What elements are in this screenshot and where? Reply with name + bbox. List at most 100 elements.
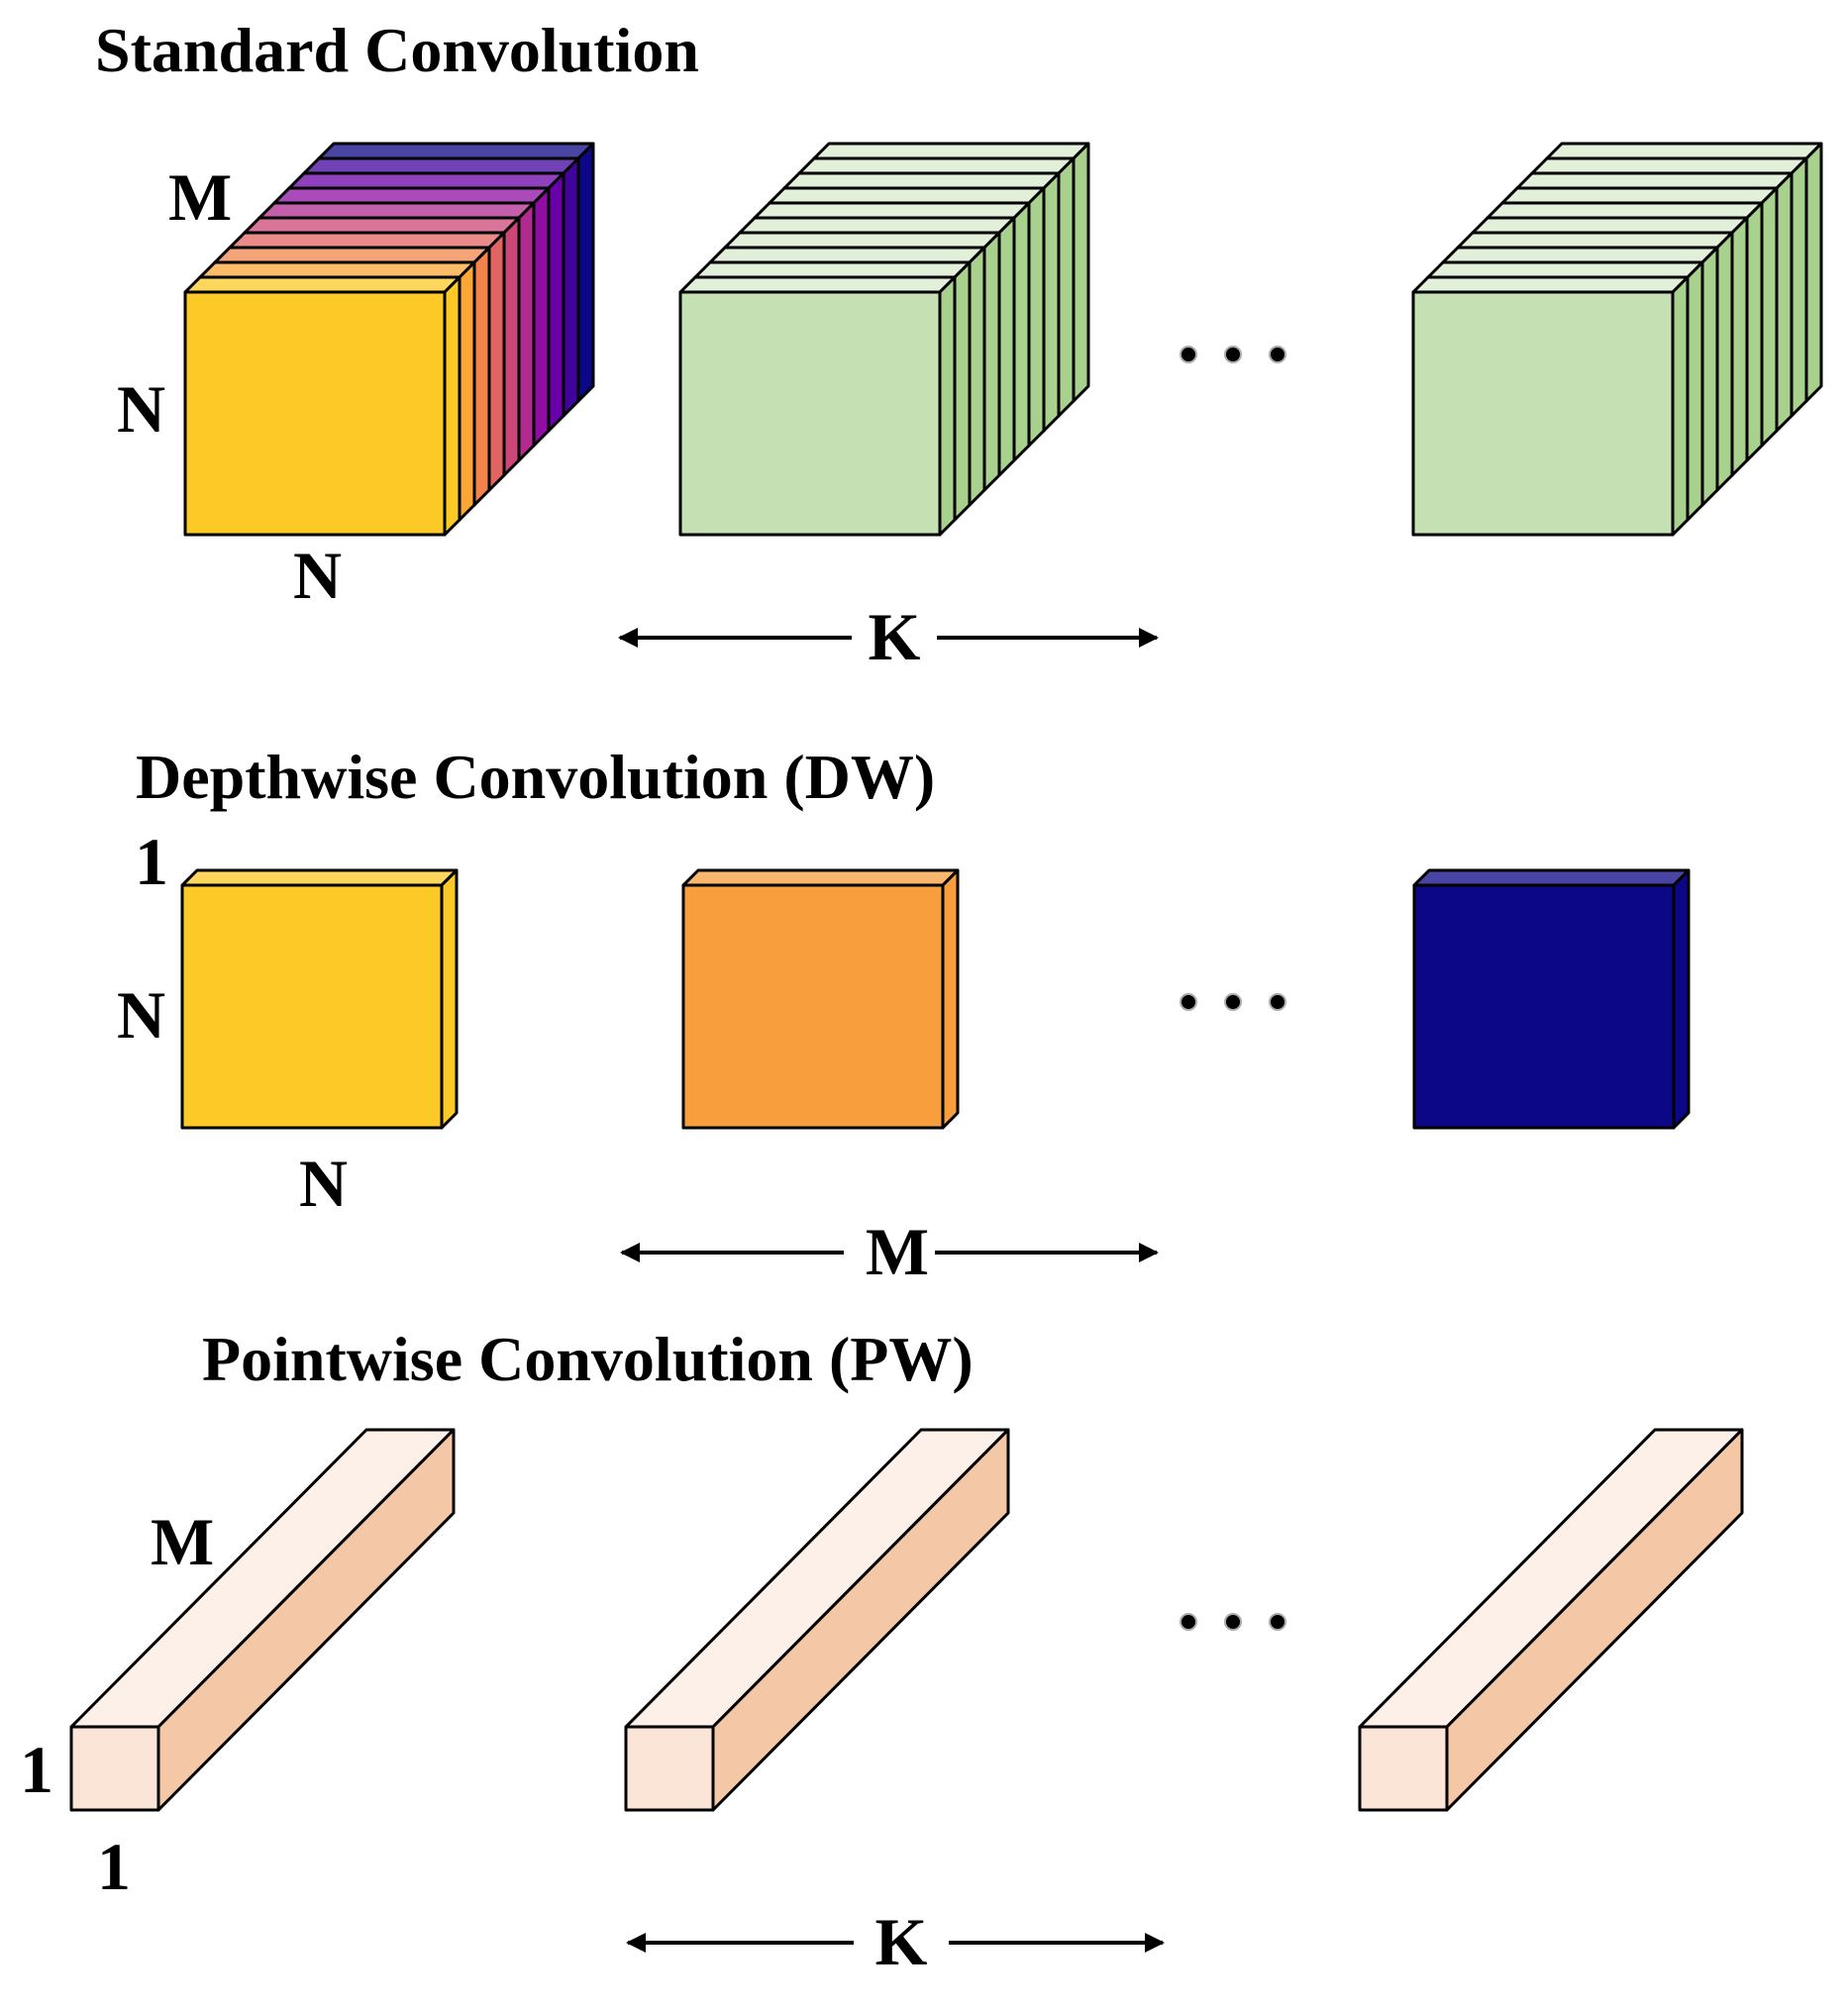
filter-layer-side [1700,246,1719,507]
depthwise-width-label: N [299,1146,348,1221]
pointwise-depth-label: M [151,1504,214,1579]
filter-layer-top [738,216,1016,235]
filter-layer-top [1456,231,1734,250]
ellipsis-icon [1180,346,1286,363]
filter-layer-side [1730,216,1749,477]
depthwise-filter-side [1672,868,1691,1130]
input-channel-layer-top [302,156,580,175]
filter-layer-top [723,231,1001,250]
filter-layer-side [997,216,1016,477]
standard-filter-count-label: K [869,599,921,674]
input-channel-layer-top [243,216,521,235]
pointwise-filter-front [1358,1725,1449,1812]
filter-layer-top [1411,275,1690,294]
filter-layer-side [1027,186,1046,448]
filter-layer-top [1486,201,1764,220]
pointwise-filter-count-label: K [875,1904,928,1979]
input-channel-layer-side [487,231,506,492]
filter-layer-top [1426,260,1704,279]
input-channel-layer-top [272,186,551,205]
input-channel-layer-side [562,156,580,418]
depthwise-filter-front [681,883,945,1130]
filter-layer-top [782,171,1061,190]
filter-layer-top [1441,246,1719,264]
input-channel-layer-top [317,142,595,160]
filter-layer-side [1042,171,1061,433]
filter-layer-top [797,156,1076,175]
standard-input-stack [183,142,595,537]
filter-layer-side [1745,201,1764,462]
filter-layer-side [1057,156,1076,418]
filter-layer-front [678,290,942,537]
standard-height-label: N [117,371,165,447]
pointwise-filter-front [624,1725,715,1812]
depthwise-filter-top [681,868,960,887]
input-channel-layer-side [532,186,551,448]
filter-layer-top [708,246,986,264]
standard-width-label: N [293,538,342,613]
input-channel-layer-top [228,231,506,250]
filter-layer-top [768,186,1046,205]
depthwise-filter-top [180,868,459,887]
filter-layer-side [1715,231,1734,492]
pointwise-convolution-title: Pointwise Convolution (PW) [202,1324,974,1394]
filter-layer-side [1012,201,1031,462]
input-channel-layer-top [257,201,536,220]
filter-layer-side [1072,142,1090,403]
ellipsis-icon [1180,1613,1286,1631]
pointwise-width-label: 1 [97,1829,131,1904]
filter-layer-side [938,275,957,537]
standard-filter-stack-first [678,142,1090,537]
filter-layer-top [1530,156,1808,175]
input-channel-layer-top [287,171,565,190]
filter-layer-side [953,260,972,522]
pointwise-filter-front [69,1725,160,1812]
input-channel-layer-side [517,201,536,462]
filter-layer-side [982,231,1001,492]
filter-layer-top [753,201,1031,220]
input-channel-layer-side [443,275,462,537]
depthwise-filter-top [1412,868,1691,887]
depthwise-filter-count-label: M [866,1214,929,1289]
filter-layer-side [1671,275,1690,537]
filter-layer-top [693,260,972,279]
depthwise-filters [180,868,1691,1130]
standard-convolution-title: Standard Convolution [95,15,699,85]
input-channel-layer-side [502,216,521,477]
pointwise-convolution-section: Pointwise Convolution (PW) M 1 1 K [20,1324,1744,1979]
depthwise-filter-side [440,868,459,1130]
input-channel-layer-top [213,246,491,264]
filter-layer-side [968,246,986,507]
depthwise-height-label: N [117,977,165,1053]
depthwise-depth-label: 1 [135,824,168,899]
input-channel-layer-side [472,246,491,507]
filter-layer-top [1500,186,1779,205]
input-channel-layer-top [198,260,476,279]
depthwise-filter-front [180,883,444,1130]
depthwise-convolution-section: Depthwise Convolution (DW) 1 N N M [117,742,1691,1289]
depthwise-filter-front [1412,883,1676,1130]
filter-layer-top [1471,216,1749,235]
pointwise-filters [69,1428,1744,1812]
filter-layer-side [1790,156,1808,418]
filter-layer-side [1775,171,1794,433]
filter-layer-side [1804,142,1823,403]
filter-layer-top [812,142,1090,160]
depthwise-filter-side [941,868,960,1130]
standard-convolution-section: Standard Convolution M N N K [95,15,1823,674]
filter-layer-side [1760,186,1779,448]
input-channel-layer-top [183,275,462,294]
ellipsis-icon [1180,993,1286,1011]
depthwise-convolution-title: Depthwise Convolution (DW) [136,742,935,812]
filter-layer-top [1545,142,1823,160]
input-channel-layer-side [576,142,595,403]
standard-depth-label: M [168,159,232,235]
input-channel-layer-front [183,290,447,537]
input-channel-layer-side [547,171,565,433]
standard-filter-stack-last [1411,142,1823,537]
filter-layer-side [1686,260,1704,522]
filter-layer-front [1411,290,1675,537]
input-channel-layer-side [458,260,476,522]
filter-layer-top [1515,171,1794,190]
